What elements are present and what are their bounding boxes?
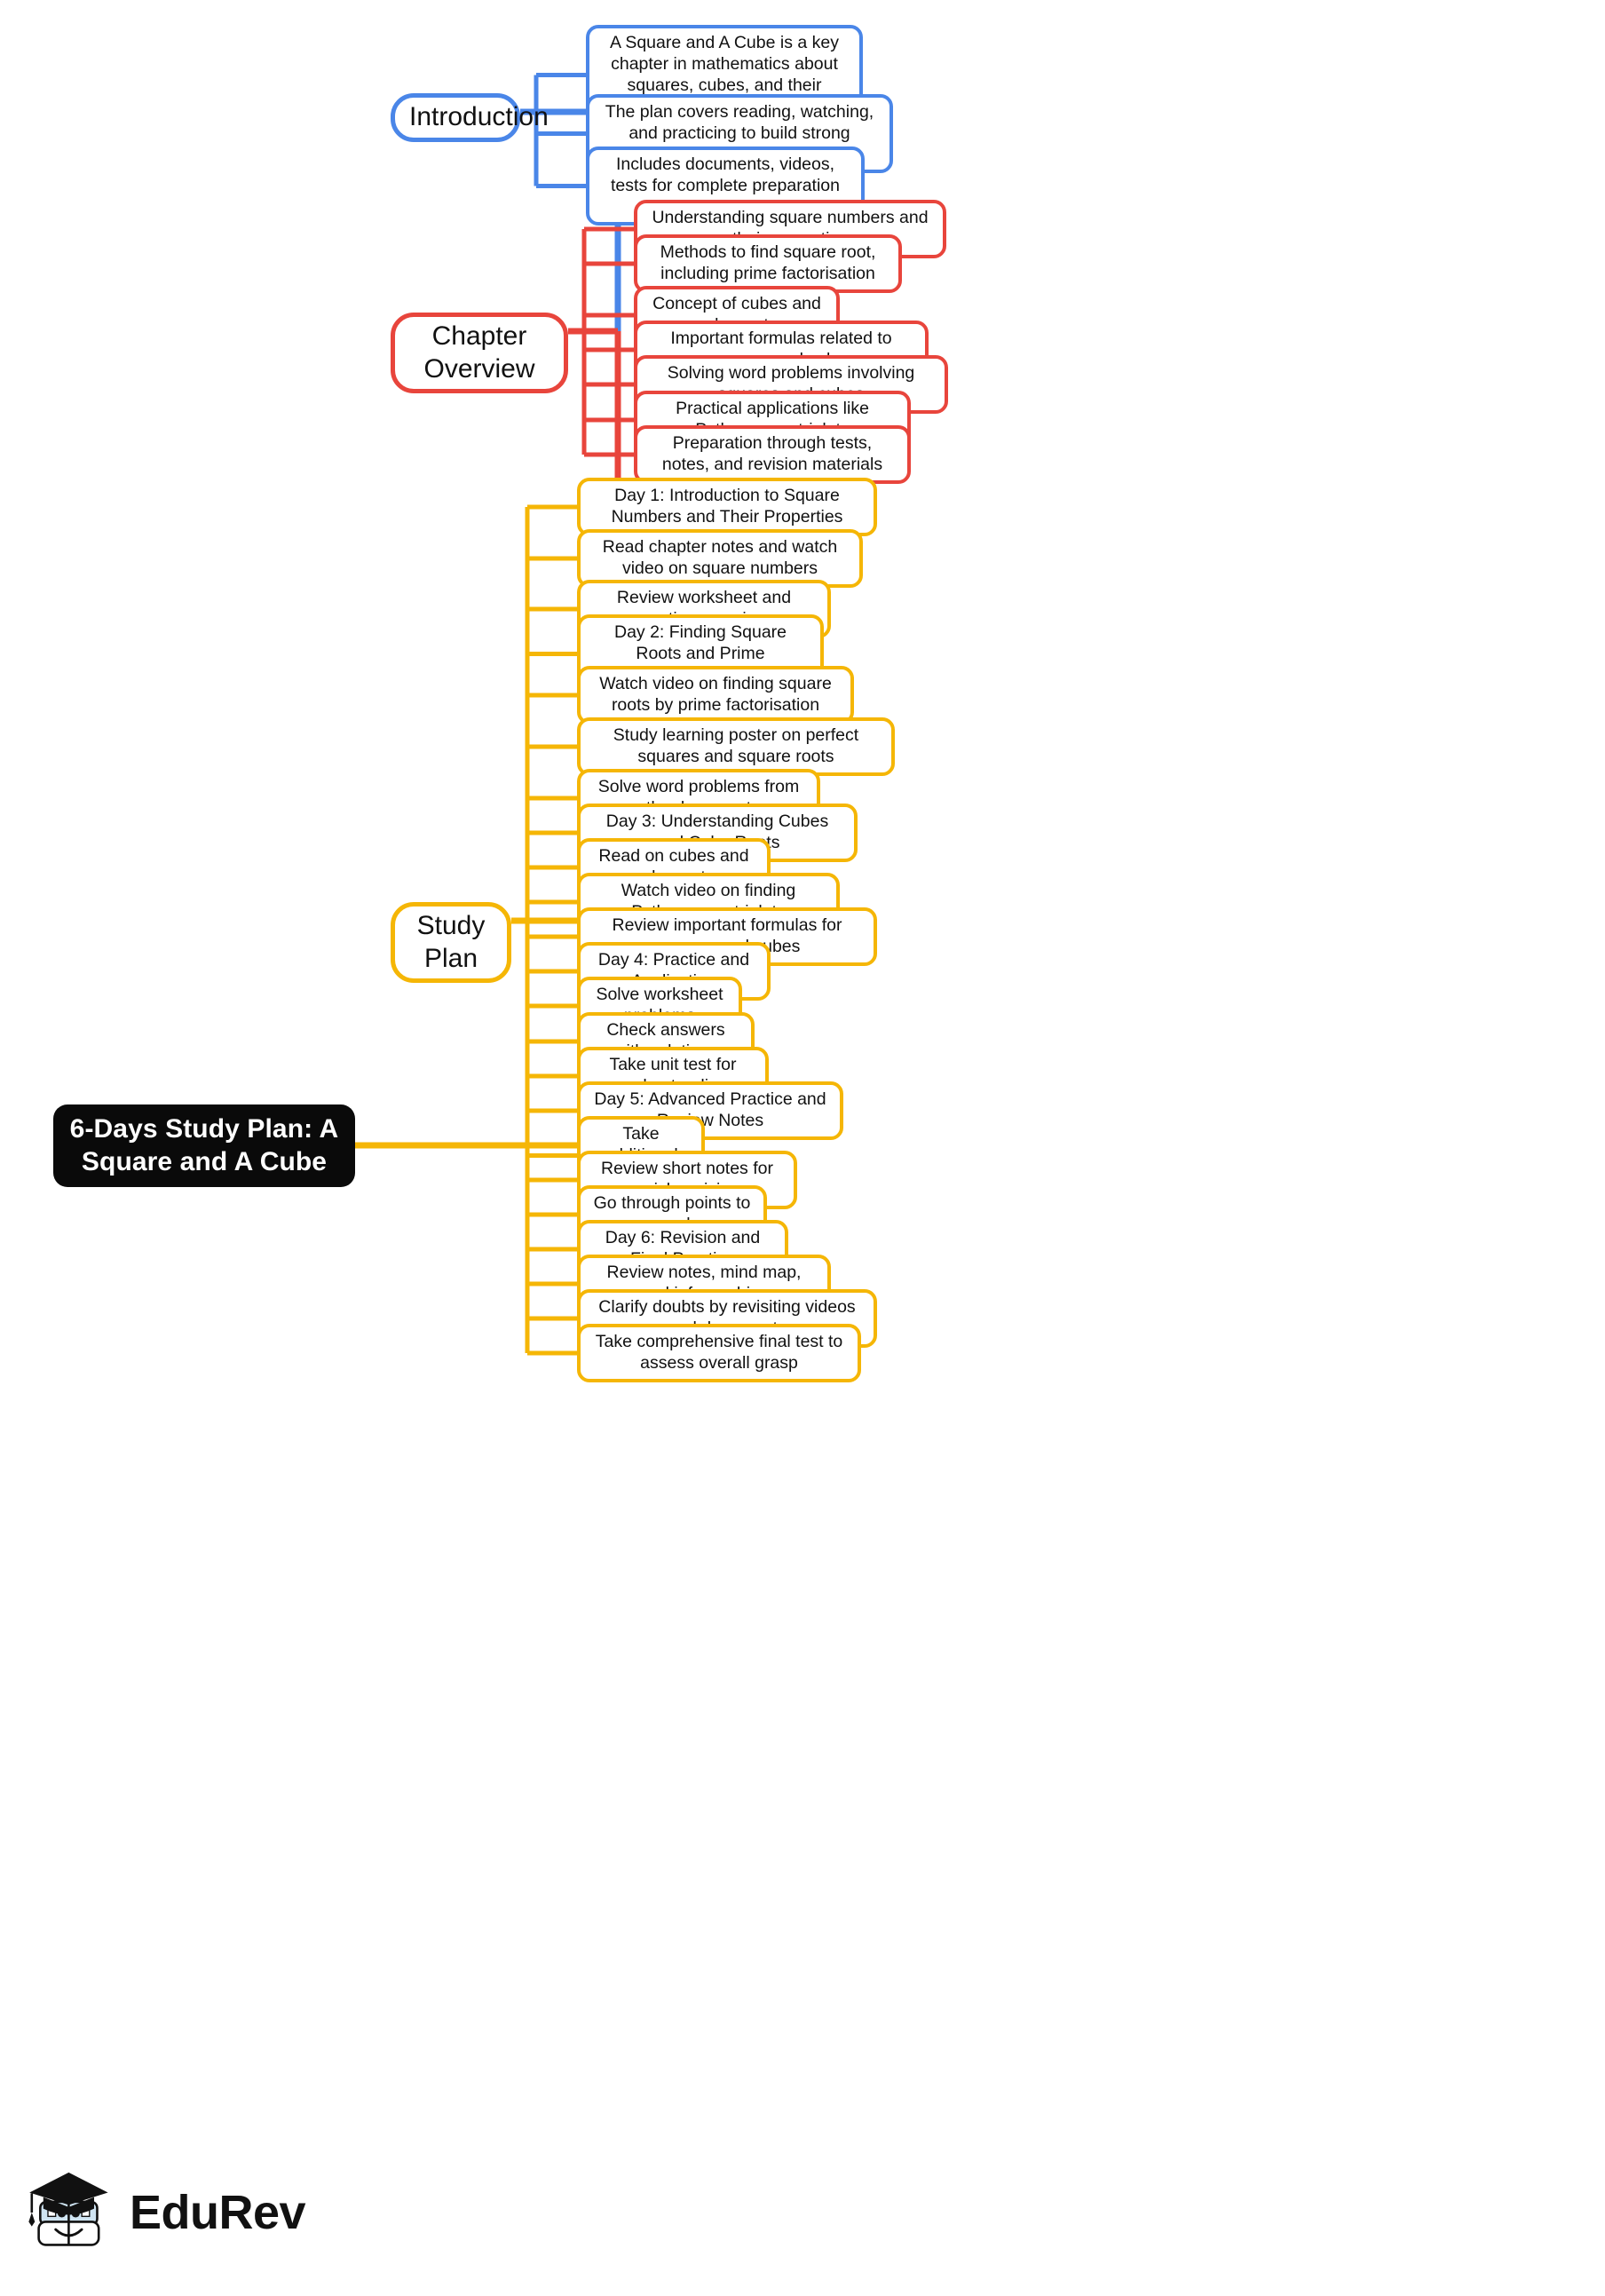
root-node-label: 6-Days Study Plan: A Square and A Cube xyxy=(69,1114,339,1176)
branch-hub-study-plan[interactable]: Study Plan xyxy=(391,902,511,984)
leaf-node-label: Watch video on finding square roots by p… xyxy=(599,674,832,715)
leaf-node[interactable]: Study learning poster on perfect squares… xyxy=(577,717,895,776)
leaf-node-label: Study learning poster on perfect squares… xyxy=(613,725,859,766)
branch-hub-introduction-label: Introduction xyxy=(409,102,549,131)
branch-hub-introduction[interactable]: Introduction xyxy=(391,93,549,142)
leaf-node-label: Take comprehensive final test to assess … xyxy=(595,1332,843,1373)
branch-hub-chapter-overview[interactable]: Chapter Overview xyxy=(391,313,568,394)
leaf-node-label: Methods to find square root, including p… xyxy=(660,242,876,283)
leaf-node[interactable]: Read chapter notes and watch video on sq… xyxy=(577,529,863,588)
leaf-node-label: Read chapter notes and watch video on sq… xyxy=(602,537,838,578)
leaf-node-label: Day 1: Introduction to Square Numbers an… xyxy=(611,486,843,526)
leaf-node[interactable]: Day 1: Introduction to Square Numbers an… xyxy=(577,478,877,536)
branch-hub-chapter-overview-label: Chapter Overview xyxy=(423,321,535,384)
edurev-logo-text: EduRev xyxy=(130,2186,306,2239)
leaf-node-label: Preparation through tests, notes, and re… xyxy=(661,433,883,474)
leaf-node[interactable]: Preparation through tests, notes, and re… xyxy=(634,425,911,484)
graduation-cap-book-mascot-icon xyxy=(28,2172,108,2246)
branch-hub-study-plan-label: Study Plan xyxy=(416,911,486,973)
leaf-node[interactable]: Day 5: Advanced Practice and Review Note… xyxy=(577,1081,843,1140)
leaf-node[interactable]: Watch video on finding square roots by p… xyxy=(577,666,854,724)
leaf-node[interactable]: Take comprehensive final test to assess … xyxy=(577,1324,861,1382)
leaf-node[interactable]: Methods to find square root, including p… xyxy=(634,234,902,293)
root-node[interactable]: 6-Days Study Plan: A Square and A Cube xyxy=(53,1104,355,1188)
edurev-logo: EduRev xyxy=(25,2159,344,2266)
